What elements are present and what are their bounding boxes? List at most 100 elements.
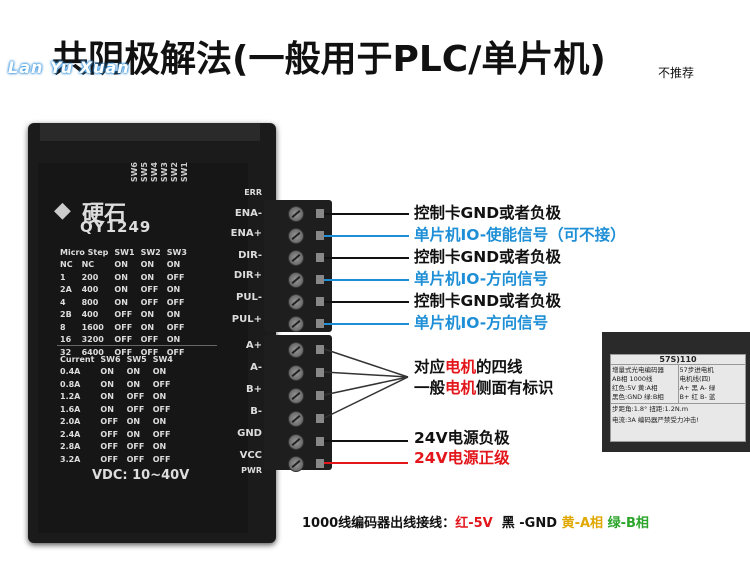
table-cell: ON: [140, 322, 155, 332]
terminal-hole: [316, 253, 324, 262]
table-header: SW4: [152, 354, 173, 364]
terminal-screw: [288, 294, 304, 310]
table-cell: 2.4A: [60, 429, 81, 439]
table-cell: ON: [126, 379, 141, 389]
table-cell: 4: [60, 297, 66, 307]
terminal-label: PUL+: [231, 314, 262, 325]
table-cell: ON: [140, 310, 155, 320]
terminal-hole: [316, 459, 324, 468]
table-cell: OFF: [126, 404, 145, 414]
dip-label: SW6: [130, 162, 139, 183]
motor-nameplate: 57S)110 增量式光电编码器 AB相 1000线 红色:5V 黄:A相 黑色…: [610, 354, 746, 442]
page-title: 共阴极解法(一般用于PLC/单片机): [52, 39, 606, 80]
terminal-label: B+: [245, 384, 262, 395]
table-cell: 16: [60, 335, 72, 345]
table-cell: 1.2A: [60, 392, 81, 402]
signal-wire: [324, 235, 409, 237]
table-cell: OFF: [152, 404, 171, 414]
terminal-label: B-: [250, 406, 262, 417]
table-cell: OFF: [114, 335, 133, 345]
table-header: SW5: [126, 354, 147, 364]
terminal-label: VCC: [239, 450, 262, 461]
driver-brand: 硬石: [82, 202, 127, 227]
table-divider: [57, 345, 217, 346]
table-cell: OFF: [114, 310, 133, 320]
table-cell: ON: [166, 260, 181, 270]
terminal-hole: [316, 414, 324, 423]
table-cell: OFF: [100, 442, 119, 452]
signal-connector: [264, 200, 332, 332]
motor-wire: [323, 348, 409, 378]
terminal-hole: [316, 297, 324, 306]
table-cell: OFF: [100, 417, 119, 427]
table-cell: OFF: [114, 347, 133, 357]
motor-wire: [323, 371, 409, 378]
table-cell: 2B: [60, 310, 72, 320]
table-cell: OFF: [152, 379, 171, 389]
terminal-screw: [288, 316, 304, 332]
signal-wire: [324, 323, 409, 325]
vdc-label: VDC: 10~40V: [92, 468, 190, 483]
table-row: 1.6A ON OFF OFF: [57, 403, 176, 416]
table-cell: ON: [114, 285, 128, 295]
motor-wire-annotation: 对应电机的四线 一般电机侧面有标识: [414, 358, 554, 397]
table-cell: 1.6A: [60, 404, 81, 414]
table-cell: OFF: [126, 454, 145, 464]
terminal-label: DIR-: [238, 250, 262, 261]
terminal-label: ENA+: [230, 228, 262, 239]
dip-label: SW3: [160, 162, 169, 183]
terminal-label: PWR: [241, 466, 262, 475]
table-cell: ON: [100, 404, 114, 414]
terminal-screw: [288, 228, 304, 244]
terminal-label: GND: [237, 428, 262, 439]
table-cell: NC: [60, 260, 73, 270]
terminal-hole: [316, 275, 324, 284]
terminal-screw: [288, 272, 304, 288]
signal-wire: [324, 301, 409, 303]
table-cell: OFF: [166, 322, 185, 332]
signal-wire: [324, 279, 409, 281]
table-cell: 1600: [81, 322, 104, 332]
encoder-wiring-note: 1000线编码器出线接线：红-5V 黑 -GND 黄-A相 绿-B相: [302, 516, 649, 531]
table-cell: OFF: [126, 392, 145, 402]
table-header: SW6: [100, 354, 121, 364]
terminal-screw: [288, 456, 304, 472]
terminal-hole: [316, 319, 324, 328]
table-cell: 32: [60, 347, 72, 357]
driver-top-edge: [40, 123, 260, 141]
table-cell: OFF: [100, 454, 119, 464]
table-cell: OFF: [140, 285, 159, 295]
power-positive-label: 24V电源正级: [414, 449, 510, 467]
driver-model: QY1249: [80, 218, 152, 236]
title-note: 不推荐: [658, 66, 695, 80]
table-cell: 800: [81, 297, 99, 307]
table-cell: 400: [81, 310, 99, 320]
table-cell: ON: [166, 335, 181, 345]
dip-label: SW5: [140, 162, 149, 183]
motor-wire: [323, 376, 409, 396]
terminal-screw: [288, 434, 304, 450]
terminal-screw: [288, 388, 304, 404]
table-cell: ON: [140, 272, 155, 282]
brand-logo-icon: ◆: [54, 198, 71, 223]
table-cell: OFF: [152, 454, 171, 464]
table-cell: OFF: [140, 347, 159, 357]
terminal-hole: [316, 345, 324, 354]
terminal-screw: [288, 365, 304, 381]
terminal-label: A+: [245, 340, 262, 351]
terminal-label: A-: [250, 362, 262, 373]
signal-annotation: 单片机IO-方向信号: [414, 314, 549, 332]
signal-annotation: 控制卡GND或者负极: [414, 204, 562, 222]
table-cell: ON: [166, 285, 181, 295]
table-cell: ON: [140, 260, 155, 270]
